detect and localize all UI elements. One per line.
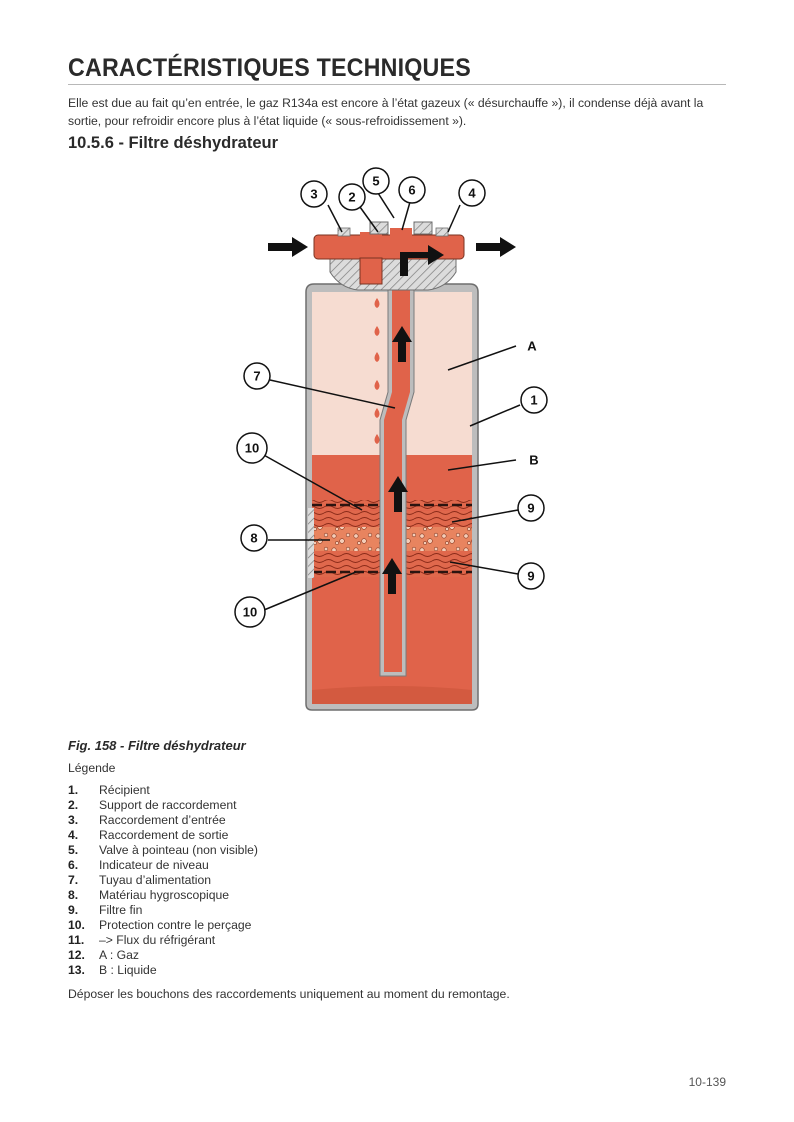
- figure-caption: Fig. 158 - Filtre déshydrateur: [68, 738, 246, 753]
- legend-number: 2.: [68, 798, 79, 812]
- legend-title: Légende: [68, 761, 116, 775]
- legend-number: 4.: [68, 828, 79, 842]
- legend-item: 1. Récipient: [68, 783, 258, 798]
- legend-number: 9.: [68, 903, 79, 917]
- legend-item: 13. B : Liquide: [68, 963, 258, 978]
- note-text: Déposer les bouchons des raccordements u…: [68, 987, 510, 1001]
- legend-item: 5. Valve à pointeau (non visible): [68, 843, 258, 858]
- legend-list: 1. Récipient 2. Support de raccordement 3.…: [68, 783, 258, 978]
- callout-8: 8: [250, 531, 257, 546]
- callout-4: 4: [468, 186, 476, 201]
- callout-9-upper: 9: [527, 501, 534, 516]
- zone-label-a: A: [527, 339, 537, 354]
- legend-item: 4. Raccordement de sortie: [68, 828, 258, 843]
- legend-text: A : Gaz: [99, 948, 139, 962]
- legend-item: 6. Indicateur de niveau: [68, 858, 258, 873]
- legend-number: 1.: [68, 783, 79, 797]
- legend-text: B : Liquide: [99, 963, 157, 977]
- callout-10-lower: 10: [243, 605, 257, 620]
- legend-text: Indicateur de niveau: [99, 858, 209, 872]
- legend-text: Raccordement d’entrée: [99, 813, 226, 827]
- legend-item: 9. Filtre fin: [68, 903, 258, 918]
- header-rule: [68, 84, 726, 85]
- condensation-droplets: [374, 298, 380, 444]
- legend-number: 11.: [68, 933, 85, 947]
- legend-number: 13.: [68, 963, 85, 977]
- legend-number: 10.: [68, 918, 85, 932]
- legend-number: 8.: [68, 888, 79, 902]
- leader-lines: [261, 192, 521, 611]
- legend-number: 7.: [68, 873, 79, 887]
- page-number: 10-139: [688, 1075, 726, 1089]
- legend-number: 12.: [68, 948, 85, 962]
- callout-circles: [234, 167, 548, 628]
- callout-9-lower: 9: [527, 569, 534, 584]
- legend-item: 3. Raccordement d’entrée: [68, 813, 258, 828]
- legend-item: 10. Protection contre le perçage: [68, 918, 258, 933]
- legend-item: 8. Matériau hygroscopique: [68, 888, 258, 903]
- callout-5: 5: [372, 174, 379, 189]
- section-title: 10.5.6 - Filtre déshydrateur: [68, 134, 278, 152]
- callout-1: 1: [530, 393, 537, 408]
- callout-7: 7: [253, 369, 260, 384]
- legend-text: Valve à pointeau (non visible): [99, 843, 258, 857]
- legend-text: Protection contre le perçage: [99, 918, 252, 932]
- legend-item: 12. A : Gaz: [68, 948, 258, 963]
- page-header-title: CARACTÉRISTIQUES TECHNIQUES: [68, 54, 471, 82]
- intro-paragraph: Elle est due au fait qu’en entrée, le ga…: [68, 96, 704, 128]
- flow-arrows: [268, 237, 516, 594]
- legend-text: –> Flux du réfrigérant: [99, 933, 216, 947]
- zone-label-b: B: [529, 453, 538, 468]
- callout-10-upper: 10: [245, 441, 259, 456]
- legend-text: Tuyau d’alimentation: [99, 873, 212, 887]
- callout-3: 3: [310, 187, 317, 202]
- legend-item: 7. Tuyau d’alimentation: [68, 873, 258, 888]
- legend-number: 6.: [68, 858, 79, 872]
- legend-text: Récipient: [99, 783, 150, 797]
- legend-number: 5.: [68, 843, 79, 857]
- legend-item: 11. –> Flux du réfrigérant: [68, 933, 258, 948]
- legend-text: Matériau hygroscopique: [99, 888, 230, 902]
- legend-text: Filtre fin: [99, 903, 143, 917]
- legend-number: 3.: [68, 813, 79, 827]
- legend-text: Raccordement de sortie: [99, 828, 229, 842]
- legend-item: 2. Support de raccordement: [68, 798, 258, 813]
- legend-text: Support de raccordement: [99, 798, 237, 812]
- callout-6: 6: [408, 183, 415, 198]
- callout-2: 2: [348, 190, 355, 205]
